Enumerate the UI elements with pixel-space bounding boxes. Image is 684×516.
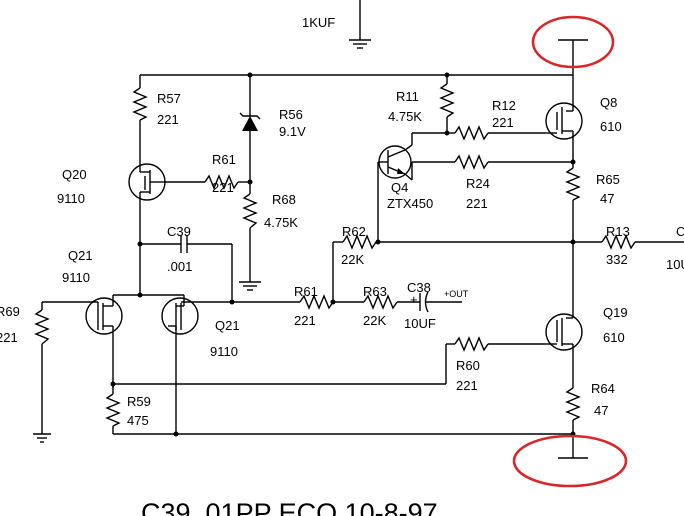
- r60-name: R60: [456, 358, 480, 373]
- c39-value: .001: [167, 259, 192, 274]
- r11-name: R11: [396, 89, 419, 104]
- r24-name: R24: [466, 176, 490, 191]
- r63-name: R63: [363, 284, 387, 299]
- r68-name: R68: [272, 192, 296, 207]
- q21b-name: Q21: [215, 318, 240, 333]
- r69-value: 221: [0, 330, 18, 345]
- q4-name: Q4: [391, 180, 408, 195]
- r59-resistor: [105, 384, 121, 434]
- r61-lower-resistor: [232, 294, 334, 310]
- r13-name: R13: [606, 224, 630, 239]
- c-top-value: 1KUF: [302, 15, 335, 30]
- r59-name: R59: [127, 394, 151, 409]
- c38-value: 10UF: [404, 316, 436, 331]
- r64-value: 47: [594, 403, 608, 418]
- r24-value: 221: [466, 196, 488, 211]
- r11-resistor: [439, 72, 455, 133]
- footer-note: C39 .01PP ECO 10-8-97: [141, 498, 438, 516]
- q8-name: Q8: [600, 95, 617, 110]
- r61b-name: R61: [294, 284, 318, 299]
- r24-resistor: [412, 154, 573, 170]
- node-r11-r12: [444, 130, 450, 136]
- r62-name: R62: [342, 224, 366, 239]
- r69-resistor: [33, 302, 51, 443]
- c38-plus: +: [410, 292, 418, 307]
- node-diff-tail: [137, 292, 143, 298]
- node-q4-emitter: [375, 239, 381, 245]
- c38-name: C38: [407, 280, 431, 295]
- r57-resistor: [132, 75, 148, 160]
- r59-value: 475: [127, 413, 149, 428]
- c39-name: C39: [167, 224, 191, 239]
- q20-mosfet: [128, 160, 166, 295]
- right-edge-value: 10U: [666, 257, 684, 272]
- q21a-value: 9110: [62, 270, 90, 285]
- node-c39-left: [137, 241, 143, 247]
- r56-value: 9.1V: [279, 124, 306, 139]
- r11-value: 4.75K: [388, 109, 422, 124]
- q19-value: 610: [603, 330, 625, 345]
- q21b-value: 9110: [210, 344, 238, 359]
- q21-left-mosfet: [42, 295, 123, 388]
- q19-name: Q19: [603, 305, 628, 320]
- r56-zener-diode: [239, 75, 261, 194]
- r63-resistor: [333, 294, 420, 310]
- r12-value: 221: [492, 115, 514, 130]
- r61b-value: 221: [294, 313, 316, 328]
- r61a-name: R61: [212, 152, 236, 167]
- r61a-value: 221: [212, 180, 234, 195]
- right-edge-name: C: [676, 224, 684, 239]
- r56-name: R56: [279, 107, 303, 122]
- r12-resistor: [411, 125, 545, 145]
- q19-mosfet: [545, 313, 583, 384]
- q4-value: ZTX450: [387, 196, 433, 211]
- r12-name: R12: [492, 98, 516, 113]
- r65-resistor: [565, 162, 581, 318]
- r65-name: R65: [596, 172, 620, 187]
- top-capacitor-ground: [349, 0, 371, 49]
- node-zener-top: [247, 72, 253, 78]
- r60-value: 221: [456, 378, 478, 393]
- r61-upper-resistor: [165, 174, 250, 190]
- r60-resistor: [113, 336, 545, 385]
- bottom-highlight-circle: [512, 434, 628, 488]
- r64-name: R64: [591, 381, 615, 396]
- q21-right-mosfet: [161, 295, 232, 434]
- node-bottom-left: [173, 431, 179, 437]
- q4-transistor: [377, 144, 413, 242]
- r68-value: 4.75K: [264, 215, 298, 230]
- r62-value: 22K: [341, 252, 364, 267]
- node-r61-zener: [247, 179, 253, 185]
- r65-value: 47: [600, 191, 614, 206]
- r13-resistor: [573, 234, 684, 250]
- q20-value: 9110: [57, 191, 85, 206]
- r63-value: 22K: [363, 313, 386, 328]
- bottom-rail: [113, 433, 588, 459]
- r57-name: R57: [157, 91, 181, 106]
- r69-name: R69: [0, 304, 20, 319]
- c38-out-label: +OUT: [444, 289, 469, 299]
- node-r61-lower: [229, 299, 235, 305]
- q8-value: 610: [600, 119, 622, 134]
- c39-capacitor: [140, 235, 233, 302]
- q21a-name: Q21: [68, 248, 93, 263]
- top-rail: [140, 39, 588, 96]
- q20-name: Q20: [62, 167, 87, 182]
- r62-resistor: [332, 234, 573, 302]
- top-highlight-circle: [531, 15, 615, 69]
- c38-capacitor: [419, 291, 462, 313]
- q8-mosfet: [545, 96, 583, 162]
- r57-value: 221: [157, 112, 179, 127]
- r13-value: 332: [606, 252, 628, 267]
- r64-resistor: [565, 384, 581, 458]
- r68-resistor: [239, 193, 261, 291]
